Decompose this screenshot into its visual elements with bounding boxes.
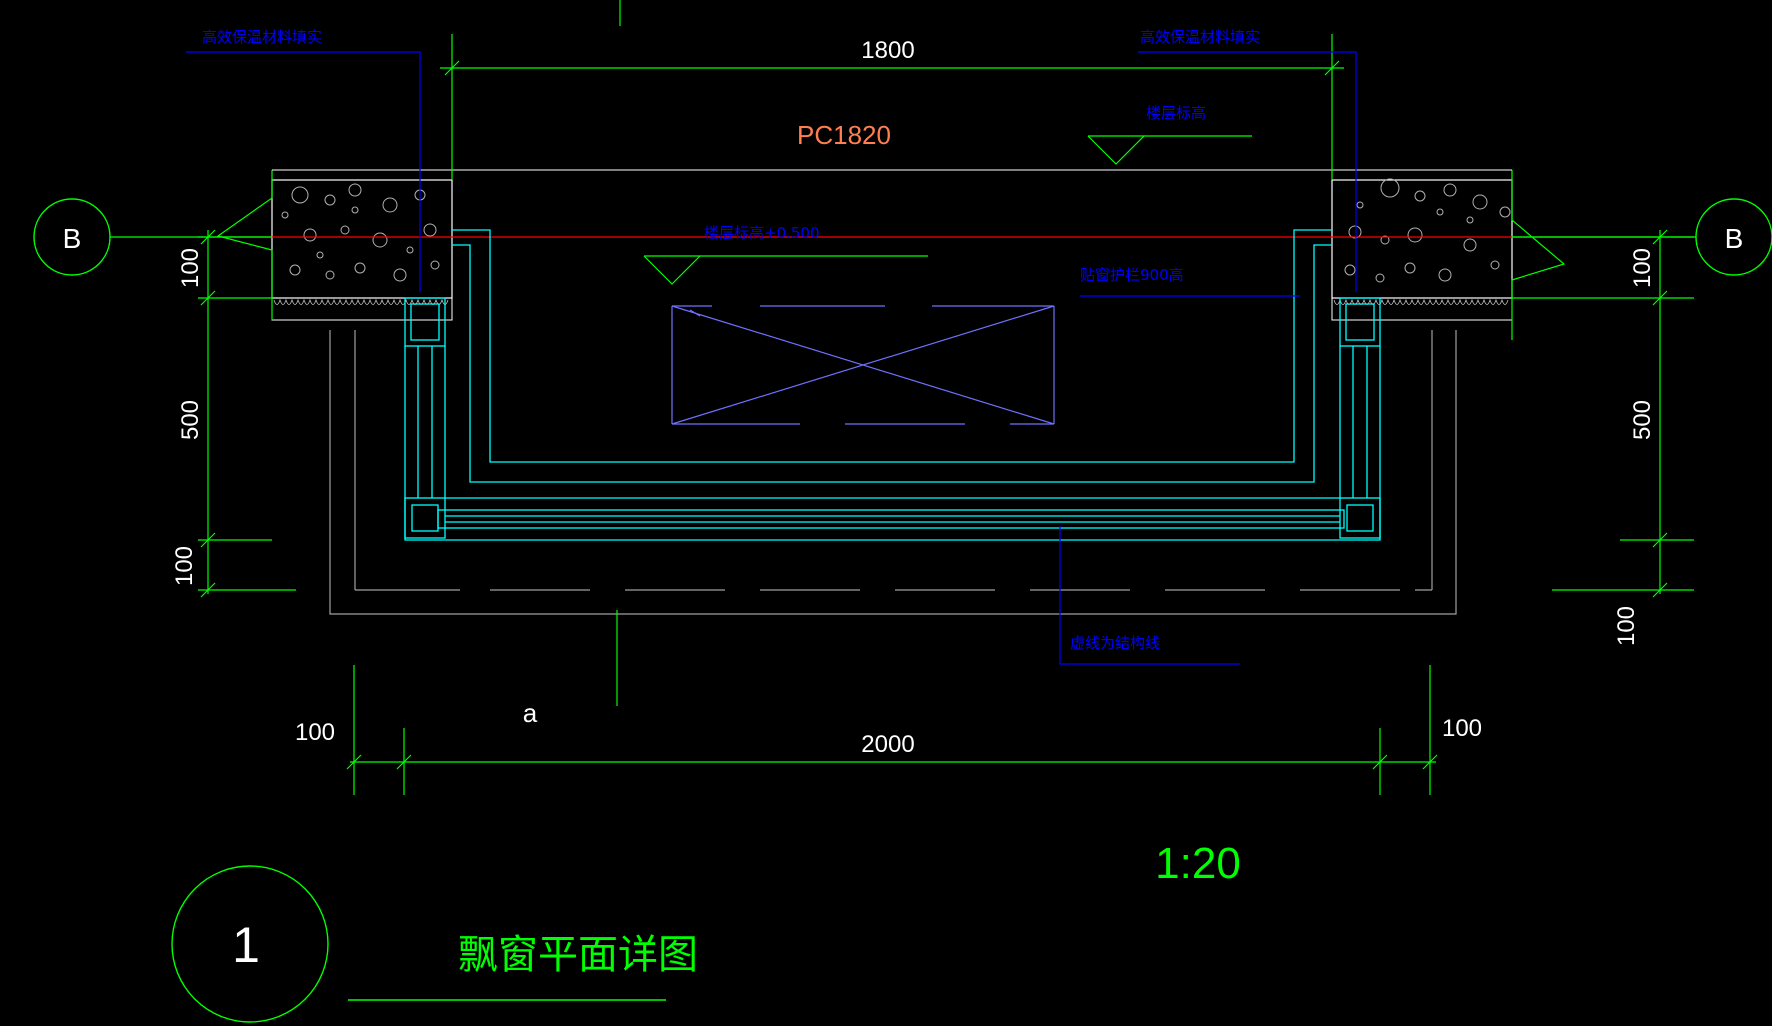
elevation-marker-sill xyxy=(643,255,928,285)
note-floor-elevation: 楼层标高 xyxy=(1146,104,1206,122)
grid-bubble-left: B xyxy=(63,223,82,254)
grid-bubble-right: B xyxy=(1725,223,1744,254)
window-frame xyxy=(404,229,1381,541)
detail-bubble: 1 xyxy=(171,865,329,1023)
top-dimension: 1800 xyxy=(861,37,914,64)
grid-axis-b: B B xyxy=(33,198,1772,276)
left-wall xyxy=(216,170,453,321)
note-sill-elevation: 楼层标高+0.500 xyxy=(704,224,820,242)
right-vdim-1: 100 xyxy=(1629,248,1656,288)
leaders xyxy=(186,51,1357,665)
detail-number: 1 xyxy=(232,917,260,973)
equipment-symbol xyxy=(671,305,1055,425)
note-insulation-left: 高效保温材料填实 xyxy=(202,28,322,46)
elevation-marker-floor xyxy=(1087,135,1252,165)
right-vdim-3: 100 xyxy=(1613,606,1640,646)
note-insulation-right: 高效保温材料填实 xyxy=(1140,28,1260,46)
right-vdim-2: 500 xyxy=(1629,400,1656,440)
structure-outline xyxy=(329,330,1457,615)
right-side-dim: 100 xyxy=(1442,715,1482,742)
left-vdim-2: 500 xyxy=(177,400,204,440)
right-wall xyxy=(1331,170,1566,340)
window-tag: PC1820 xyxy=(797,120,891,150)
left-vdim-1: 100 xyxy=(177,248,204,288)
detail-title: 飘窗平面详图 xyxy=(458,932,698,978)
left-vdim-3: 100 xyxy=(171,546,198,586)
note-dashed-line: 虚线为结构线 xyxy=(1070,634,1160,652)
left-side-dim: 100 xyxy=(295,719,335,746)
dimensions xyxy=(198,0,1694,795)
scale-label: 1:20 xyxy=(1155,839,1241,888)
bottom-dimension: 2000 xyxy=(861,731,914,758)
note-guardrail: 贴窗护栏900高 xyxy=(1080,266,1184,284)
axis-label: a xyxy=(523,698,538,728)
